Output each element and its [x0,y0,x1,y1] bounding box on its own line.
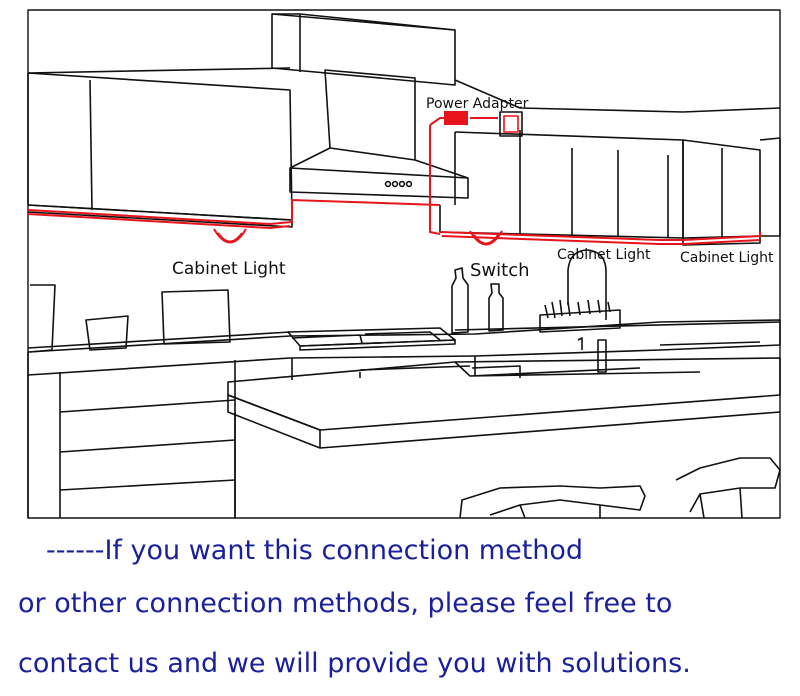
backsplash-line [27,321,781,349]
left-strip-wire [27,198,441,226]
label-switch: Switch [470,260,530,281]
range-hood [271,13,469,199]
dish-rack [539,299,621,333]
power-adapter-icon [444,111,468,125]
stove-top [287,327,456,351]
red-wiring [27,111,761,246]
countertop-items [29,284,231,353]
caption-line-1: ------If you want this connection method [46,535,584,566]
sensor-icon [469,230,503,246]
left-strip-wire [27,213,291,230]
kitchen-island [227,357,781,518]
sensor-icon [213,228,247,244]
caption-line-2: or other connection methods, please feel… [18,588,673,619]
hood-knob-icon [384,180,392,188]
right-upper-cabinets [439,130,781,246]
label-cabinet-light-right: Cabinet Light [680,250,774,266]
label-cabinet-light-mid: Cabinet Light [557,247,651,263]
bar-stools [459,457,781,519]
diagram-frame [27,9,781,519]
right-strip-wire [439,231,761,241]
faucet [567,249,607,373]
back-counter [27,319,781,518]
kitchen-wiring-diagram: Power Adapter Cabinet Light Switch Cabin… [27,9,781,519]
hood-knob-icon [398,180,406,188]
label-power-adapter: Power Adapter [426,96,529,112]
right-strip-wire [441,235,761,245]
bottles [451,267,504,334]
ceiling-lines [27,67,781,113]
caption-line-3: contact us and we will provide you with … [18,648,691,679]
left-upper-cabinets [27,72,293,228]
adapter-wire [429,117,498,126]
drop-wire [429,125,441,235]
label-cabinet-light-left: Cabinet Light [172,259,286,279]
hood-knob-icon [391,180,399,188]
hood-knob-icon [405,180,413,188]
wall-outlet-icon [499,111,523,137]
